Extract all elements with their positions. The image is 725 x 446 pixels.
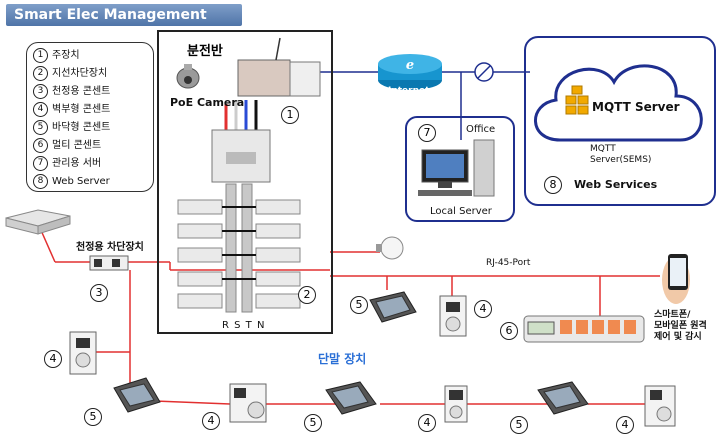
bottom-wall-number-2: 4 <box>418 414 436 432</box>
bottom-floor-number-3: 5 <box>510 416 528 434</box>
wall-left-number: 4 <box>44 350 62 368</box>
computer-icon <box>418 139 495 197</box>
poe-camera-label: PoE Camera <box>170 96 245 109</box>
cloud-icon <box>534 64 703 142</box>
bottom-floor-number-1: 5 <box>84 408 102 426</box>
svg-text:e: e <box>406 58 414 73</box>
web-services-label: Web Services <box>574 178 658 191</box>
mqtt-server-label: MQTT Server <box>592 100 680 114</box>
internet-label: Internet <box>388 86 430 96</box>
distribution-panel <box>157 30 333 334</box>
rj45-label: RJ-45-Port <box>486 258 531 268</box>
wall-outlet-number: 4 <box>474 300 492 318</box>
sems-label: MQTT Server(SEMS) <box>590 144 652 165</box>
phase-labels: R S T N <box>222 320 266 331</box>
bottom-wall-number-1: 4 <box>202 412 220 430</box>
ceiling-light <box>5 209 71 235</box>
branch-device-number: 2 <box>298 286 316 304</box>
web-number: 8 <box>544 176 562 194</box>
office-box <box>405 116 515 222</box>
smartphone-icon <box>662 254 690 304</box>
bottom-wall-number-3: 4 <box>616 416 634 434</box>
local-server-label: Local Server <box>430 206 492 217</box>
floor-outlet-top <box>369 291 417 323</box>
multi-outlet <box>523 315 645 343</box>
smartphone-label: 스마트폰/ 모바일폰 원격 제어 및 감시 <box>654 310 707 342</box>
light-bulb-icon <box>376 236 404 260</box>
web-services-box <box>524 36 716 206</box>
terminal-label: 단말 장치 <box>318 352 367 366</box>
branch-breakers <box>177 199 301 309</box>
ceiling-number: 3 <box>90 284 108 302</box>
multi-outlet-number: 6 <box>500 322 518 340</box>
floor-outlet-number: 5 <box>350 296 368 314</box>
poe-camera-icon <box>176 64 200 89</box>
main-controller <box>237 59 291 97</box>
internet-router-icon: e <box>378 54 442 90</box>
phase-wires <box>224 100 258 130</box>
main-device-number: 1 <box>281 106 299 124</box>
bottom-devices <box>113 377 676 427</box>
office-label: Office <box>466 124 496 135</box>
ceiling-breaker-label: 천정용 차단장치 <box>76 242 144 253</box>
system-title: Smart Elec Management System <box>6 4 242 45</box>
bottom-floor-number-2: 5 <box>304 414 322 432</box>
panel-title: 분전반 <box>187 44 223 59</box>
office-number: 7 <box>418 124 436 142</box>
